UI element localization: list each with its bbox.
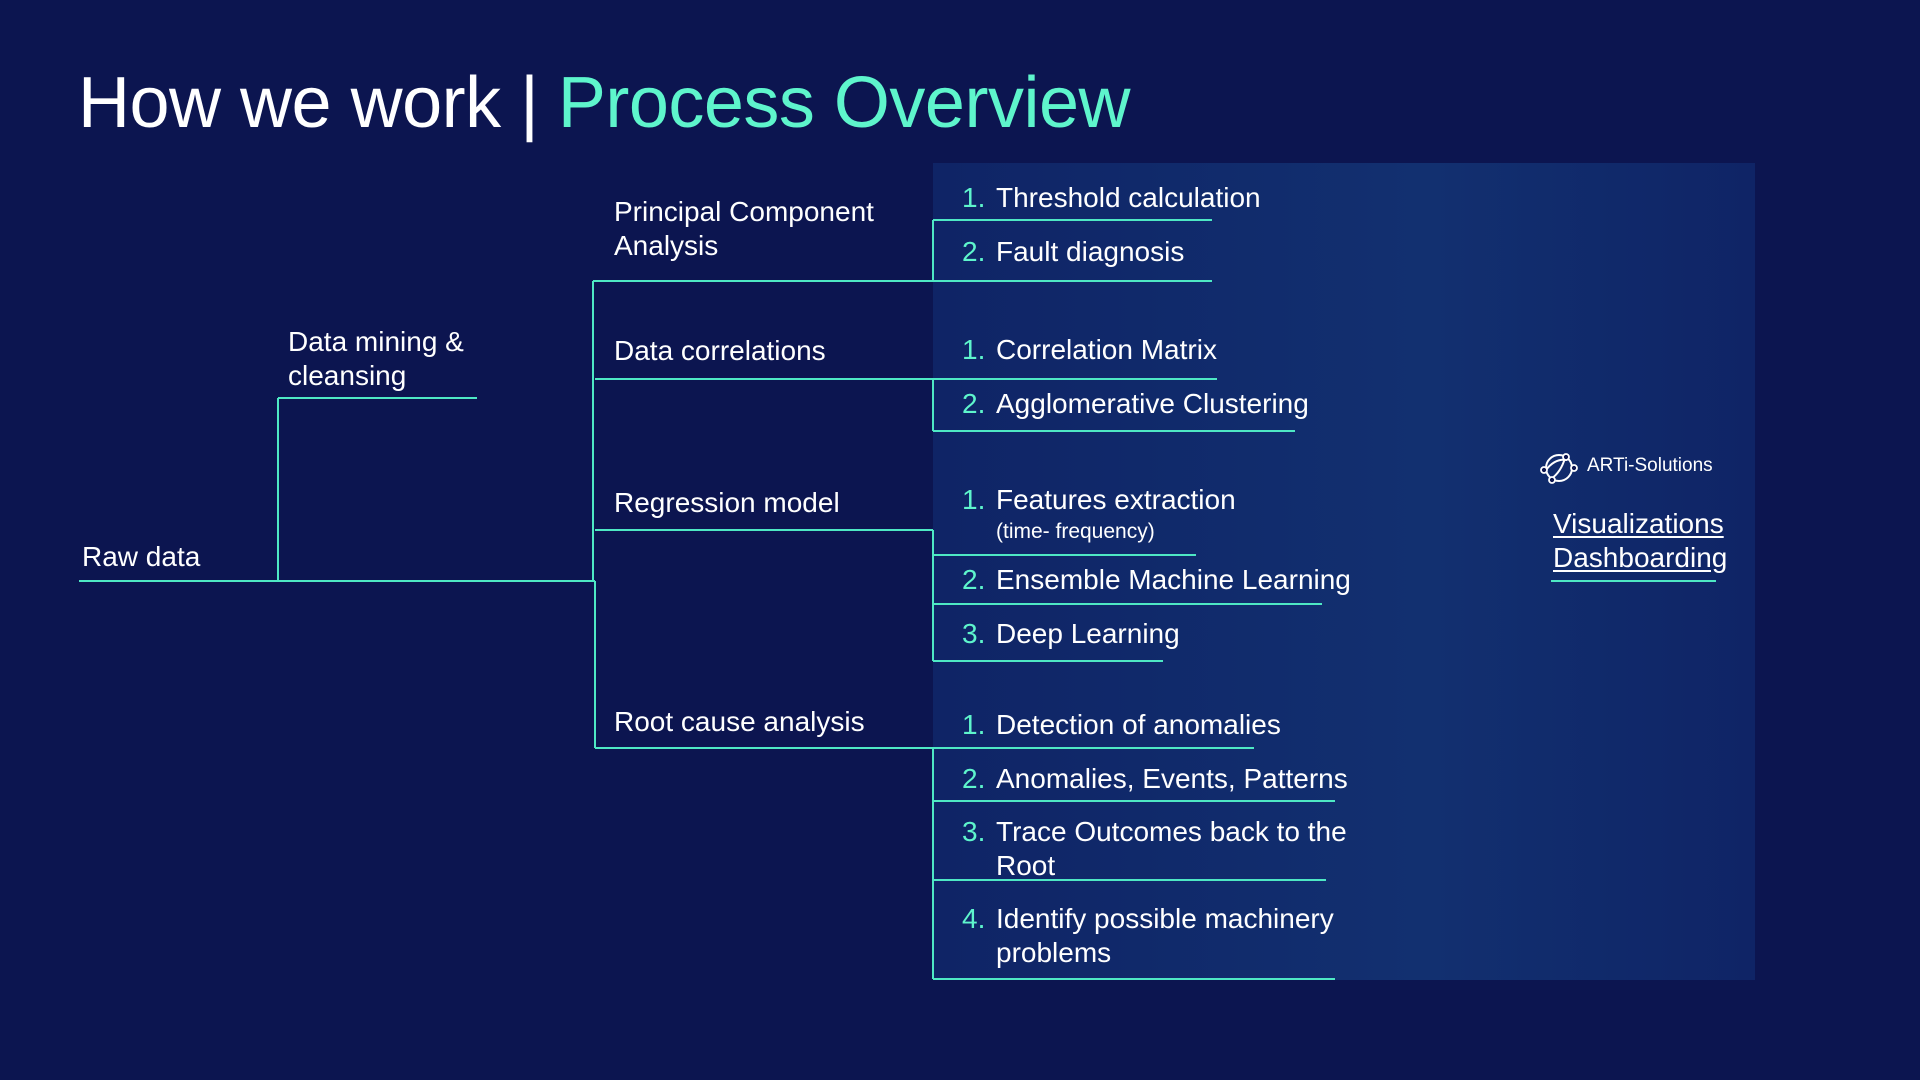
step-subtext: (time- frequency) <box>996 520 1155 543</box>
step-number: 2. <box>962 763 986 794</box>
step-number: 3. <box>962 618 986 649</box>
step-text: Ensemble Machine Learning <box>996 564 1351 595</box>
outputs-block: Visualizations Dashboarding <box>1553 507 1727 575</box>
step-text: Agglomerative Clustering <box>996 388 1309 419</box>
step-text: Features extraction (time- frequency) <box>996 483 1396 545</box>
root-node: Raw data <box>82 541 201 572</box>
step-number: 1. <box>962 334 986 365</box>
step-number: 2. <box>962 236 986 267</box>
step-text: Correlation Matrix <box>996 334 1217 365</box>
step-text: Deep Learning <box>996 618 1180 649</box>
step-number: 2. <box>962 564 986 595</box>
step-number: 4. <box>962 903 986 934</box>
stage1-node: Data mining & cleansing <box>288 326 464 391</box>
title-accent: Process Overview <box>557 63 1131 143</box>
step-number: 1. <box>962 182 986 213</box>
arti-logo-icon <box>1540 453 1578 484</box>
step-text: Anomalies, Events, Patterns <box>996 763 1348 794</box>
method-root-cause: Root cause analysis <box>614 706 865 737</box>
step-number: 3. <box>962 816 986 847</box>
step-text: Trace Outcomes back to the Root <box>996 816 1347 881</box>
output-visualizations: Visualizations <box>1553 508 1724 539</box>
step-number: 2. <box>962 388 986 419</box>
step-text: Identify possible machinery problems <box>996 903 1334 968</box>
method-correlations: Data correlations <box>614 335 826 366</box>
step-text: Detection of anomalies <box>996 709 1281 740</box>
method-pca: Principal Component Analysis <box>614 196 874 261</box>
step-number: 1. <box>962 484 986 515</box>
step-text: Fault diagnosis <box>996 236 1185 267</box>
output-dashboarding: Dashboarding <box>1553 542 1728 573</box>
steps-panel <box>933 163 1755 980</box>
title-main: How we work | <box>78 63 539 143</box>
step-number: 1. <box>962 709 986 740</box>
page-title: How we work | Process Overview <box>78 62 1130 144</box>
step-main-text: Features extraction <box>996 484 1236 515</box>
step-text: Threshold calculation <box>996 182 1261 213</box>
method-regression: Regression model <box>614 487 840 518</box>
brand-name: ARTi-Solutions <box>1587 455 1713 476</box>
